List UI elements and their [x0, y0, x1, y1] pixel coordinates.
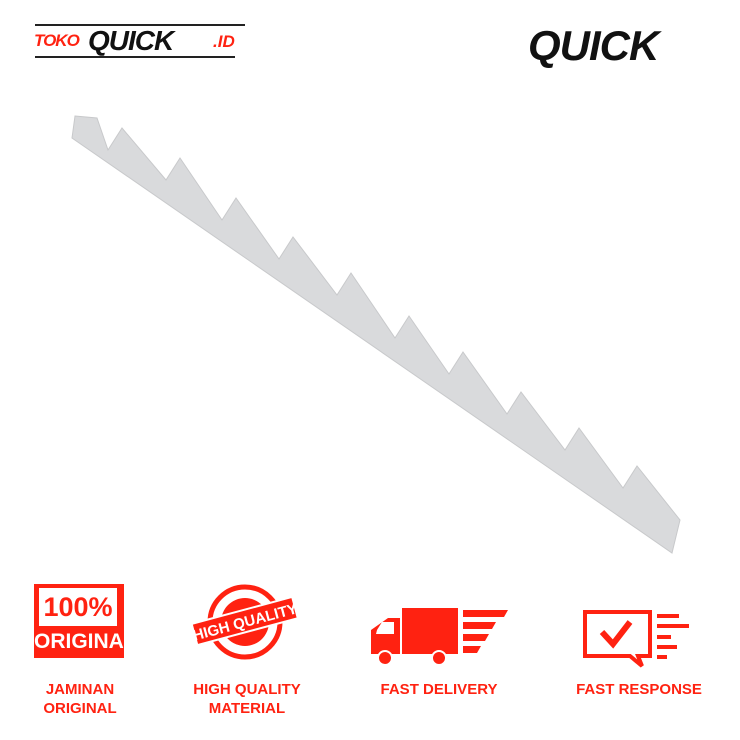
blade-hole	[84, 158, 92, 166]
logo-prefix: TOKO	[34, 31, 80, 50]
badge-original: ORIGINAL	[34, 630, 137, 653]
logo-main: QUICK	[88, 25, 174, 56]
saw-blade-image	[71, 115, 681, 554]
logo-line	[35, 24, 245, 26]
quality-stamp-icon: HIGH QUALITY	[190, 584, 299, 660]
quick-logo: QUICK	[528, 22, 659, 69]
delivery-truck-icon	[371, 608, 508, 666]
original-badge-icon: 100% ORIGINAL	[34, 584, 137, 658]
badge-percent: 100%	[39, 588, 117, 626]
logo-suffix: .ID	[213, 32, 235, 51]
badge-caption: FAST DELIVERY	[380, 681, 498, 698]
saw-blade	[71, 115, 681, 554]
logo-line	[35, 56, 235, 58]
chat-check-icon	[583, 610, 689, 668]
tokoquick-logo: TOKO QUICK .ID	[30, 22, 250, 62]
badge-caption: FAST RESPONSE	[576, 681, 702, 698]
blade-hole	[518, 451, 526, 459]
